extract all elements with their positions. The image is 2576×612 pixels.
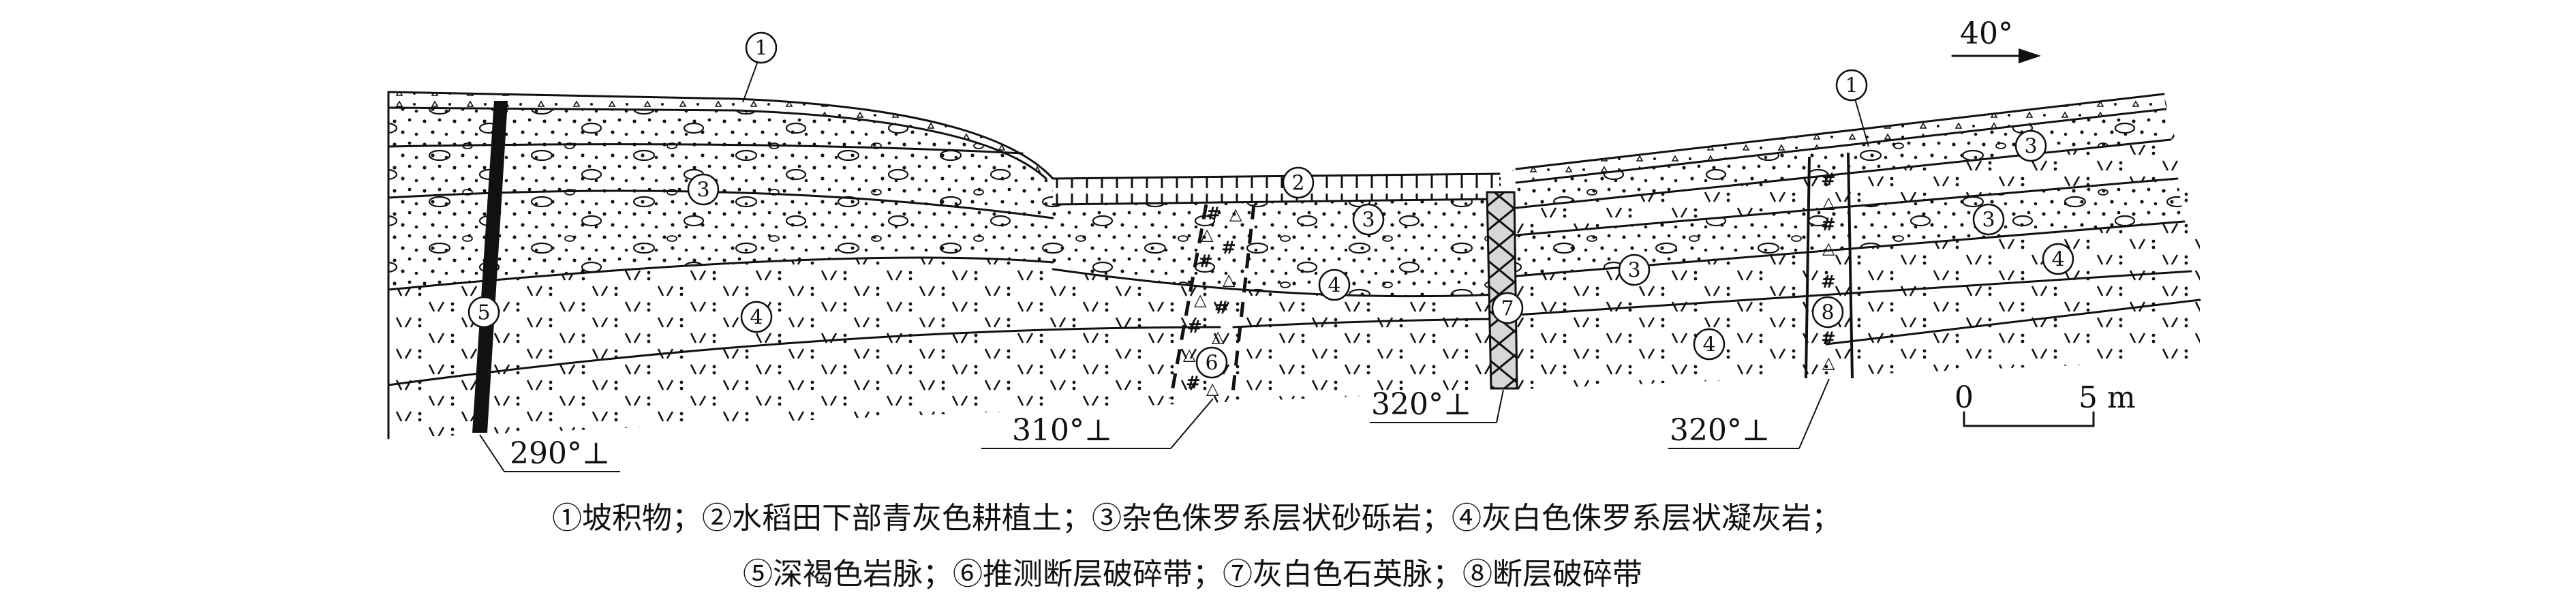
svg-text:△: △: [1223, 270, 1236, 289]
legend: ①坡积物；②水稻田下部青灰色耕植土；③杂色侏罗系层状砂砾岩；④灰白色侏罗系层状凝…: [552, 501, 1841, 592]
orientation-fault-8: 320°⊥: [1668, 378, 1830, 449]
svg-text:#: #: [1221, 238, 1236, 258]
direction-indicator: 40°: [1951, 16, 2041, 63]
svg-text:#: #: [1214, 298, 1229, 318]
fault-zone-6: # △ △ # # △ △ # # △ △ # △: [1169, 204, 1256, 399]
svg-text:△: △: [1822, 353, 1835, 372]
svg-text:4: 4: [2051, 248, 2064, 272]
svg-text:#: #: [1821, 215, 1836, 235]
svg-text:△: △: [1229, 204, 1242, 224]
svg-text:3: 3: [696, 179, 709, 202]
svg-text:△: △: [1201, 225, 1214, 244]
svg-text:320°⊥: 320°⊥: [1371, 387, 1471, 422]
colluvium-base-right: [1515, 108, 2167, 184]
svg-text:3: 3: [1982, 209, 1995, 232]
layer-fills: [388, 92, 2200, 438]
svg-text:320°⊥: 320°⊥: [1670, 413, 1770, 448]
unit-label-3-right-c: 3: [2014, 129, 2047, 162]
svg-text:8: 8: [1821, 301, 1834, 325]
colluvium-base-left: [387, 106, 1047, 180]
unit-label-3-right-b: 3: [1972, 203, 2005, 236]
svg-text:4: 4: [1328, 274, 1340, 298]
svg-text:#: #: [1198, 251, 1213, 272]
unit-label-6: 6: [1195, 346, 1228, 379]
svg-text:7: 7: [1501, 297, 1514, 321]
orientation-annotations: 290°⊥ 310°⊥ 320°⊥ 320°⊥: [479, 378, 1830, 472]
contact-right-e: [1825, 299, 2201, 346]
contact-4-lower-left: [387, 326, 1221, 386]
contact-4-lower-middle: [1232, 318, 1501, 328]
fault-zone-8: # △ # △ # # △: [1805, 152, 1854, 379]
svg-text:1: 1: [754, 37, 767, 61]
unit-labels: 1 1 2 3 3 3 3 3: [467, 31, 2074, 379]
orientation-fault-6: 310°⊥: [981, 398, 1214, 449]
ground-surface-left: [387, 91, 1054, 180]
scale-bar: 0 5 m: [1954, 380, 2136, 427]
svg-text:#: #: [1821, 272, 1836, 292]
svg-text:310°⊥: 310°⊥: [1012, 413, 1112, 448]
svg-text:△: △: [1822, 193, 1835, 212]
unit-label-4-left: 4: [740, 301, 773, 333]
orientation-dyke-5: 290°⊥: [479, 434, 620, 472]
unit-label-3-right-a: 3: [1618, 254, 1651, 286]
svg-text:290°⊥: 290°⊥: [510, 436, 610, 471]
orientation-vein-7: 320°⊥: [1370, 387, 1504, 423]
svg-text:4: 4: [750, 306, 763, 330]
svg-text:3: 3: [1362, 209, 1375, 232]
svg-text:#: #: [1821, 328, 1836, 349]
unit-label-3-left: 3: [687, 173, 720, 206]
unit-label-4-right-b: 4: [2042, 243, 2074, 275]
svg-text:6: 6: [1205, 352, 1218, 376]
unit-label-4-right-a: 4: [1693, 328, 1726, 361]
unit-label-2: 2: [1282, 166, 1315, 199]
legend-line-1: ①坡积物；②水稻田下部青灰色耕植土；③杂色侏罗系层状砂砾岩；④灰白色侏罗系层状凝…: [552, 501, 1841, 536]
svg-text:3: 3: [1627, 259, 1640, 283]
contact-right-a: [1515, 138, 2172, 209]
direction-label: 40°: [1960, 16, 2013, 51]
svg-text:3: 3: [2024, 135, 2037, 159]
contact-right-b: [1515, 177, 2179, 236]
unit-label-3-middle: 3: [1352, 203, 1385, 236]
svg-text:#: #: [1206, 204, 1221, 224]
svg-text:#: #: [1187, 317, 1202, 337]
svg-text:△: △: [1183, 345, 1196, 364]
scale-start: 0: [1954, 380, 1974, 415]
unit-label-1-right: 1: [1835, 69, 1869, 147]
contact-3-4-left: [387, 256, 1054, 291]
contact-right-d: [1515, 270, 2192, 316]
svg-text:△: △: [1206, 379, 1219, 398]
scale-end: 5 m: [2079, 380, 2136, 415]
svg-text:4: 4: [1702, 333, 1715, 357]
unit-label-4-middle: 4: [1318, 269, 1351, 301]
svg-text:2: 2: [1291, 172, 1304, 196]
svg-text:1: 1: [1845, 74, 1858, 98]
unit-label-7: 7: [1491, 292, 1524, 324]
svg-text:△: △: [1212, 327, 1225, 346]
svg-text:△: △: [1822, 239, 1835, 258]
unit-label-8: 8: [1811, 296, 1844, 328]
paddy-base: [1052, 198, 1501, 206]
contact-3-4-middle: [1052, 268, 1501, 298]
unit-label-5: 5: [467, 296, 500, 328]
dyke-5: [472, 101, 508, 433]
unit-label-1-left: 1: [742, 31, 778, 103]
paddy-top: [1052, 172, 1501, 180]
legend-line-2: ⑤深褐色岩脉；⑥推测断层破碎带；⑦灰白色石英脉；⑧断层破碎带: [743, 557, 1642, 592]
svg-text:#: #: [1821, 170, 1836, 190]
svg-text:△: △: [1194, 290, 1207, 309]
ground-surface-right: [1515, 93, 2165, 170]
quartz-vein-7: [1486, 191, 1518, 390]
arrow-head-icon: [2019, 48, 2041, 63]
svg-text:5: 5: [477, 301, 490, 325]
svg-text:#: #: [1186, 373, 1201, 393]
